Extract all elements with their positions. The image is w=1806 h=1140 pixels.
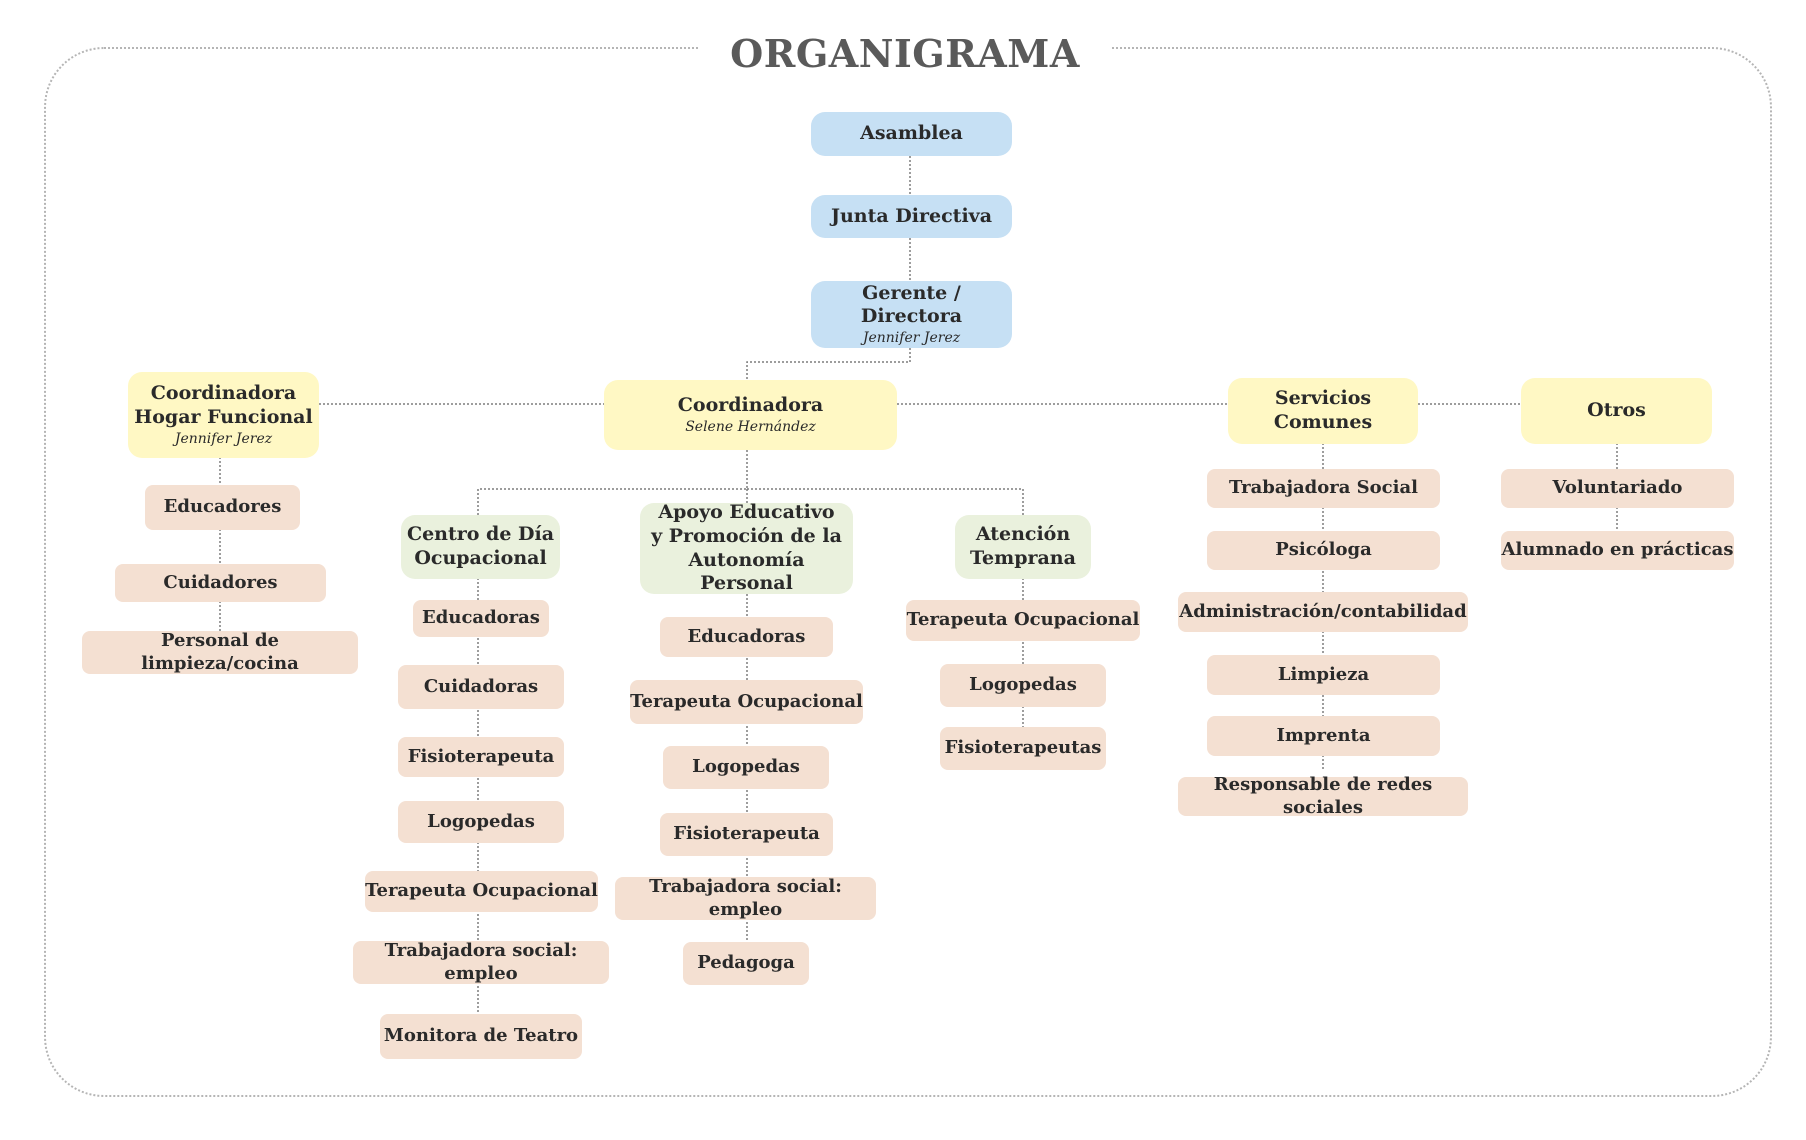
staff-box: Educadoras <box>660 617 833 657</box>
staff-label: Cuidadores <box>163 571 278 593</box>
staff-box: Logopedas <box>398 801 564 843</box>
staff-label: Alumnado en prácticas <box>1501 539 1734 561</box>
node-asamblea: Asamblea <box>811 112 1012 156</box>
staff-label: Psicóloga <box>1275 539 1372 561</box>
staff-box: Fisioterapeuta <box>398 737 564 777</box>
staff-label: Terapeuta Ocupacional <box>365 880 598 902</box>
staff-label: Trabajadora social: empleo <box>384 940 578 984</box>
node-label: Comunes <box>1273 411 1373 433</box>
staff-label: Fisioterapeuta <box>673 823 820 845</box>
connector <box>747 488 1024 515</box>
staff-label: Fisioterapeutas <box>944 737 1102 759</box>
staff-box: Psicóloga <box>1207 531 1440 570</box>
staff-box: Logopedas <box>940 664 1106 707</box>
staff-label: Logopedas <box>692 756 800 778</box>
staff-box: Alumnado en prácticas <box>1501 531 1734 570</box>
staff-box: Educadoras <box>413 600 549 637</box>
staff-label: Pedagoga <box>697 952 795 974</box>
connector <box>477 450 748 515</box>
node-label: Apoyo Educativo <box>658 501 835 523</box>
staff-label: Logopedas <box>427 810 535 832</box>
staff-label: Imprenta <box>1276 724 1371 746</box>
staff-label: Administración/contabilidad <box>1179 600 1467 622</box>
node-label: Autonomía Personal <box>688 548 805 595</box>
staff-box: Administración/contabilidad <box>1178 592 1468 632</box>
staff-box: Educadores <box>145 485 300 530</box>
node-person: Jennifer Jerez <box>862 330 961 347</box>
staff-box: Personal de limpieza/cocina <box>82 630 358 674</box>
node-label: Temprana <box>970 547 1076 569</box>
staff-label: Trabajadora Social <box>1229 477 1418 499</box>
staff-label: Educadores <box>163 496 282 518</box>
node-person: Jennifer Jerez <box>174 430 273 447</box>
staff-box: Terapeuta Ocupacional <box>906 600 1140 641</box>
node-label: Junta Directiva <box>830 204 993 227</box>
staff-label: Limpieza <box>1277 663 1370 685</box>
staff-box: Cuidadoras <box>398 665 564 709</box>
staff-label: Voluntariado <box>1552 477 1683 499</box>
node-label: Hogar Funcional <box>134 405 313 428</box>
staff-box: Cuidadores <box>115 564 326 602</box>
node-apoyo-educativo: Apoyo Educativo y Promoción de la Autono… <box>640 501 853 595</box>
node-label: Gerente / Directora <box>860 281 963 328</box>
staff-label: Logopedas <box>969 674 1077 696</box>
page-title: ORGANIGRAMA <box>700 26 1110 86</box>
staff-label: Monitora de Teatro <box>383 1025 579 1047</box>
staff-box: Trabajadora social: empleo <box>353 940 609 984</box>
node-person: Selene Hernández <box>685 418 816 435</box>
node-label: y Promoción de la <box>651 524 842 547</box>
node-label: Coordinadora <box>150 382 297 405</box>
node-centro-de-dia: Centro de Día Ocupacional <box>401 515 560 579</box>
staff-label: Educadoras <box>687 625 806 647</box>
connector <box>746 348 911 380</box>
node-label: Asamblea <box>860 122 963 145</box>
staff-label: Cuidadoras <box>423 675 539 697</box>
staff-box: Fisioterapeuta <box>660 813 833 856</box>
node-label: Ocupacional <box>414 547 547 569</box>
node-junta-directiva: Junta Directiva <box>811 195 1012 238</box>
node-label: Servicios <box>1274 387 1372 410</box>
node-gerente: Gerente / Directora Jennifer Jerez <box>811 281 1012 348</box>
node-servicios-comunes: Servicios Comunes <box>1228 378 1418 444</box>
staff-box: Fisioterapeutas <box>940 727 1106 770</box>
staff-label: Fisioterapeuta <box>407 745 555 767</box>
node-label: Otros <box>1587 399 1646 422</box>
staff-box: Terapeuta Ocupacional <box>630 680 863 724</box>
node-label: Coordinadora <box>677 394 824 417</box>
node-label: Centro de Día <box>406 523 555 546</box>
staff-label: Responsable de redes sociales <box>1213 774 1433 818</box>
staff-label: Terapeuta Ocupacional <box>630 690 863 712</box>
staff-box: Responsable de redes sociales <box>1178 774 1468 818</box>
staff-label: Personal de limpieza/cocina <box>141 630 299 674</box>
staff-box: Trabajadora Social <box>1207 469 1440 508</box>
staff-box: Trabajadora social: empleo <box>615 876 876 920</box>
staff-box: Imprenta <box>1207 716 1440 756</box>
node-atencion-temprana: Atención Temprana <box>955 515 1091 579</box>
staff-box: Pedagoga <box>683 942 809 985</box>
node-coordinadora-hogar: Coordinadora Hogar Funcional Jennifer Je… <box>128 372 319 458</box>
staff-box: Voluntariado <box>1501 469 1734 508</box>
staff-box: Terapeuta Ocupacional <box>365 871 598 912</box>
staff-box: Logopedas <box>663 746 829 789</box>
staff-label: Trabajadora social: empleo <box>649 876 842 920</box>
node-coordinadora: Coordinadora Selene Hernández <box>604 380 897 450</box>
staff-box: Limpieza <box>1207 655 1440 695</box>
node-label: Atención <box>975 523 1071 546</box>
staff-box: Monitora de Teatro <box>380 1014 582 1059</box>
staff-label: Educadoras <box>422 607 540 629</box>
staff-label: Terapeuta Ocupacional <box>906 609 1140 631</box>
node-otros: Otros <box>1521 378 1712 444</box>
